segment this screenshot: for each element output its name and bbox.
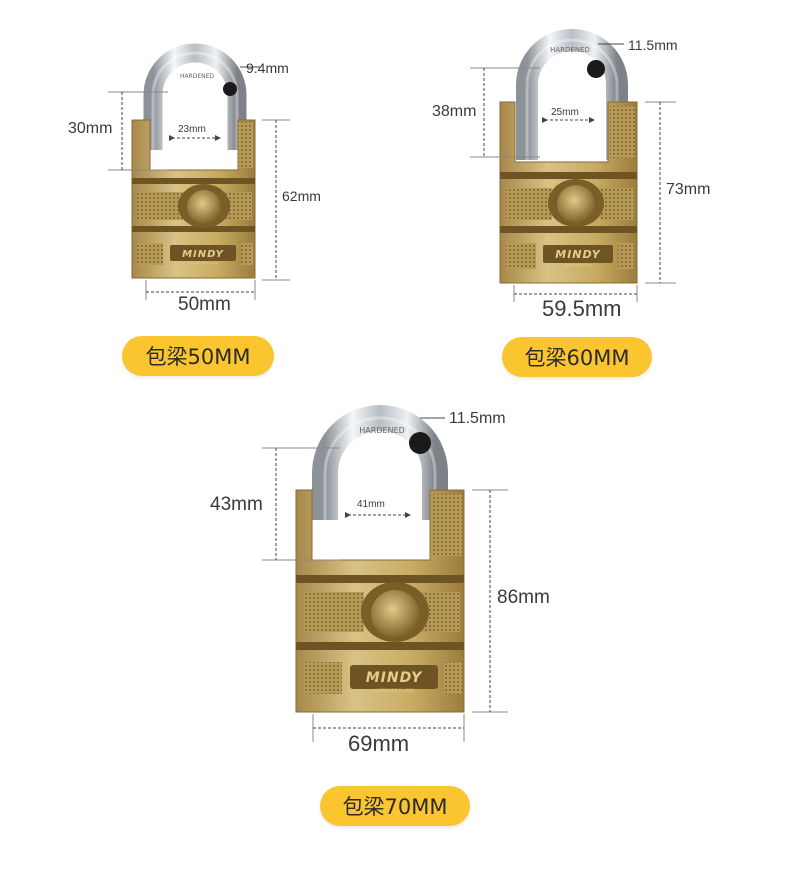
brand-plate — [170, 245, 236, 261]
leopard-emblem-icon — [187, 190, 221, 224]
svg-text:HARDWARE & LOCK: HARDWARE & LOCK — [374, 688, 414, 693]
shackle-inner-width-label: 25mm — [551, 107, 579, 118]
shackle-diameter-label: 11.5mm — [449, 410, 506, 427]
size-label-50: 包梁50MM — [122, 336, 274, 376]
svg-text:HARDENED: HARDENED — [359, 426, 404, 435]
shackle — [516, 29, 628, 160]
brand-plate — [350, 665, 438, 689]
leopard-emblem-icon — [371, 590, 419, 638]
svg-text:HARDWARE & LOCK: HARDWARE & LOCK — [563, 263, 594, 267]
padlock-60: MINDY HARDWARE & LOCK HARDENED — [470, 29, 676, 302]
body-width-label: 59.5mm — [542, 296, 622, 321]
body-width-label: 69mm — [348, 731, 410, 756]
body-width-label: 50mm — [178, 294, 231, 315]
padlock-50: MINDY HARDWARE & LOCK HARDENED — [108, 43, 290, 300]
svg-text:HARDENED: HARDENED — [180, 73, 214, 80]
shackle-inner-width-label: 23mm — [178, 124, 206, 135]
shackle — [312, 405, 448, 520]
svg-text:HARDWARE & LOCK: HARDWARE & LOCK — [188, 261, 219, 265]
body-height-label: 86mm — [497, 587, 550, 608]
shackle-height-label: 38mm — [432, 103, 477, 120]
padlock-70: MINDY HARDWARE & LOCK HARDENED — [262, 405, 508, 742]
size-label-70: 包梁70MM — [320, 786, 470, 826]
brand-text: MINDY — [182, 249, 225, 260]
body-height-label: 62mm — [282, 188, 321, 204]
shackle-height-label: 30mm — [68, 120, 113, 137]
shackle — [143, 43, 247, 150]
shackle-diameter-label: 9.4mm — [246, 60, 289, 76]
leopard-emblem-icon — [557, 185, 595, 223]
shackle-height-label: 43mm — [210, 494, 263, 515]
shackle-inner-width-label: 41mm — [357, 499, 385, 510]
shackle-diameter-label: 11.5mm — [628, 37, 678, 53]
svg-text:HARDENED: HARDENED — [550, 46, 590, 54]
body-height-label: 73mm — [666, 181, 711, 198]
size-label-60: 包梁60MM — [502, 337, 652, 377]
brand-text: MINDY — [555, 248, 601, 261]
brand-text: MINDY — [366, 670, 423, 686]
brand-plate — [543, 245, 613, 263]
